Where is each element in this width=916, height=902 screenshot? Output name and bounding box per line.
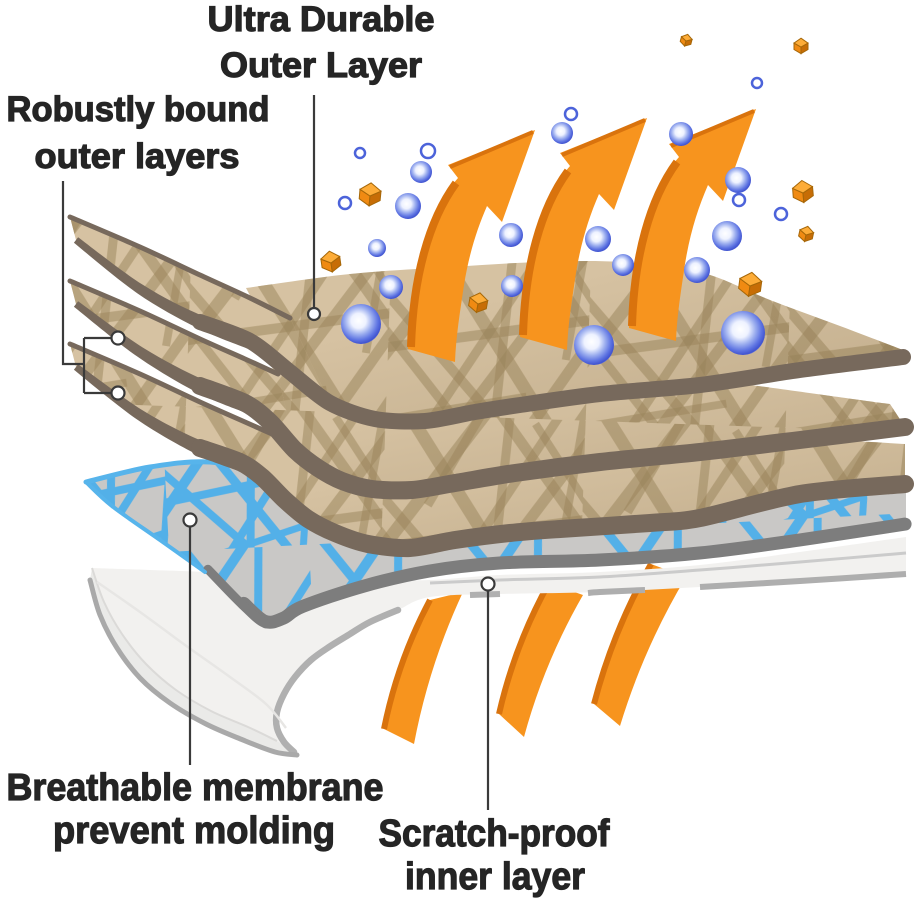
- svg-text:Outer Layer: Outer Layer: [220, 46, 422, 85]
- svg-text:prevent molding: prevent molding: [53, 810, 335, 852]
- svg-text:inner layer: inner layer: [405, 856, 585, 898]
- svg-text:Breathable membrane: Breathable membrane: [7, 767, 384, 809]
- svg-text:Scratch-proof: Scratch-proof: [379, 813, 610, 855]
- svg-text:outer layers: outer layers: [35, 137, 240, 176]
- svg-text:Robustly bound: Robustly bound: [7, 90, 270, 129]
- svg-text:Ultra Durable: Ultra Durable: [208, 0, 435, 39]
